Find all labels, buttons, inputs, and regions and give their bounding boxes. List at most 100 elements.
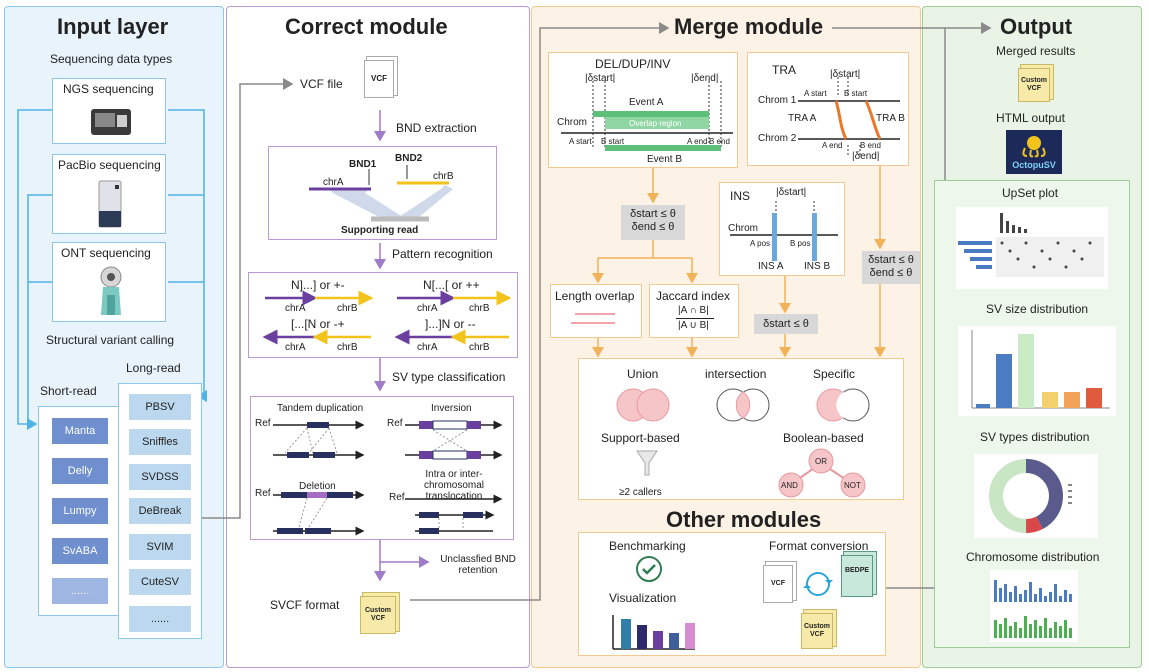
del-dup-inv-diagram <box>561 81 733 151</box>
bnd2-label: BND2 <box>395 153 423 164</box>
bnd-diagram <box>309 165 453 222</box>
jaccard-denominator: |A ∪ B| <box>678 320 709 331</box>
intersection-label: intersection <box>705 367 767 381</box>
bedpe-icon: BEDPE <box>841 555 873 597</box>
correct-module-title: Correct module <box>285 14 448 39</box>
tra-dend-label: |δend| <box>852 151 880 162</box>
del-dup-inv-label: DEL/DUP/INV <box>595 57 671 71</box>
b-pos-label: B pos <box>790 239 811 248</box>
sv-size-distribution-label: SV size distribution <box>986 302 1089 316</box>
sv-size-graphic <box>971 330 1110 409</box>
unclassified-bnd-label: Unclassfied BND retention <box>440 554 516 576</box>
ins-chrom-label: Chrom <box>728 223 759 234</box>
fc-vcf-label: VCF <box>771 580 785 587</box>
sv-type-diagrams <box>273 420 503 536</box>
sequencing-data-types-label: Sequencing data types <box>50 52 173 66</box>
inversion-label: Inversion <box>431 403 472 414</box>
tool-pbsv: PBSV <box>129 394 191 420</box>
chrom2-label: Chrom 2 <box>758 133 797 144</box>
event-b-label: Event B <box>647 154 683 165</box>
pacbio-label: PacBio sequencing <box>58 158 161 172</box>
ins-label: INS <box>730 189 751 203</box>
supporting-read-label: Supporting read <box>341 225 419 236</box>
svcf-custom-vcf-label: Custom VCF <box>364 607 392 622</box>
pattern1-chrB: chrB <box>337 303 358 314</box>
event-a-label: Event A <box>629 97 664 108</box>
union-label: Union <box>627 367 659 381</box>
pattern-recognition-label: Pattern recognition <box>392 247 493 261</box>
deletion-label: Deletion <box>299 481 336 492</box>
pattern2-chrB: chrB <box>469 303 490 314</box>
tool-svdss: SVDSS <box>129 464 191 490</box>
tool-svaba: SvABA <box>52 538 108 564</box>
check-icon <box>636 556 662 582</box>
convert-cycle-icon <box>803 572 833 596</box>
html-output-label: HTML output <box>996 111 1065 125</box>
ref-deletion: Ref <box>255 488 271 499</box>
pattern4-chrB: chrB <box>469 342 490 353</box>
specific-label: Specific <box>813 367 856 381</box>
boolean-based-label: Boolean-based <box>783 431 864 445</box>
tra-box: TRA |δstart| A start B start Chrom 1 TRA… <box>747 52 909 166</box>
other-modules-title: Other modules <box>666 507 822 532</box>
b-start-label: B start <box>601 137 625 146</box>
sv-types-distribution-label: SV types distribution <box>980 430 1090 444</box>
bar-chart-icon <box>612 615 695 650</box>
chrom-dist-graphic <box>994 580 1072 638</box>
pattern3-chrB: chrB <box>337 342 358 353</box>
sv-types-donut <box>989 459 1072 533</box>
fc-custom-vcf-icon: Custom VCF <box>801 613 833 649</box>
ngs-label: NGS sequencing <box>63 82 154 96</box>
condition-box-ins: δstart ≤ θ <box>754 314 818 334</box>
or-label: OR <box>815 457 827 466</box>
cond-ins-text: δstart ≤ θ <box>763 318 809 330</box>
pattern2-chrA: chrA <box>417 303 438 314</box>
sv-size-thumb <box>958 326 1116 416</box>
svcf-format-label: SVCF format <box>270 598 340 612</box>
bedpe-label: BEDPE <box>844 567 870 574</box>
pattern-4: ]...]N or -- <box>425 317 476 331</box>
tra-a-label: TRA A <box>788 113 817 124</box>
jaccard-box: Jaccard index |A ∩ B| |A ∪ B| <box>649 284 739 338</box>
b-end-label: B end <box>709 137 730 146</box>
bnd-chrA-label: chrA <box>323 177 344 188</box>
sv-calling-label: Structural variant calling <box>46 333 175 347</box>
visualization-label: Visualization <box>609 591 677 605</box>
pattern-arrows <box>262 290 512 345</box>
pacbio-sequencer-icon <box>98 180 122 228</box>
tra-a-start-label: A start <box>804 89 827 98</box>
benchmarking-label: Benchmarking <box>609 539 686 553</box>
tool-svim: SVIM <box>129 534 191 560</box>
output-title: Output <box>1000 14 1073 39</box>
tra-b-label: TRA B <box>876 113 905 124</box>
ins-a-label: INS A <box>758 261 784 272</box>
cond-tra-line2: δend ≤ θ <box>869 267 913 279</box>
output-custom-vcf-label: Custom VCF <box>1020 77 1048 92</box>
pattern-3: [...[N or -+ <box>291 317 345 331</box>
tra-diagram <box>798 77 900 157</box>
length-overlap-label: Length overlap <box>555 289 635 303</box>
cond1-line2: δend ≤ θ <box>631 221 675 233</box>
upset-plot-graphic <box>958 213 1104 277</box>
tool-sniffles: Sniffles <box>129 429 191 455</box>
bnd1-label: BND1 <box>349 159 377 170</box>
merge-module-title: Merge module <box>674 14 824 39</box>
length-bar-1 <box>575 313 615 315</box>
dstart-label: |δstart| <box>585 73 616 84</box>
pattern-1: N]...] or +- <box>291 278 345 292</box>
bnd-chrB-label: chrB <box>433 171 454 182</box>
svcf-custom-vcf-icon: Custom VCF <box>360 596 396 634</box>
callers-label: ≥2 callers <box>619 487 662 498</box>
a-end-label: A end <box>687 137 708 146</box>
ref-inversion: Ref <box>387 418 403 429</box>
chrom1-label: Chrom 1 <box>758 95 797 106</box>
fc-vcf-icon: VCF <box>763 565 793 603</box>
chrom-dist-thumb <box>990 570 1078 642</box>
logo-text: OctopuSV <box>1012 160 1056 170</box>
a-pos-label: A pos <box>750 239 771 248</box>
ins-diagram <box>730 201 838 261</box>
venn-diagrams <box>616 388 870 498</box>
long-read-label: Long-read <box>126 361 181 375</box>
ins-b-label: INS B <box>804 261 831 272</box>
